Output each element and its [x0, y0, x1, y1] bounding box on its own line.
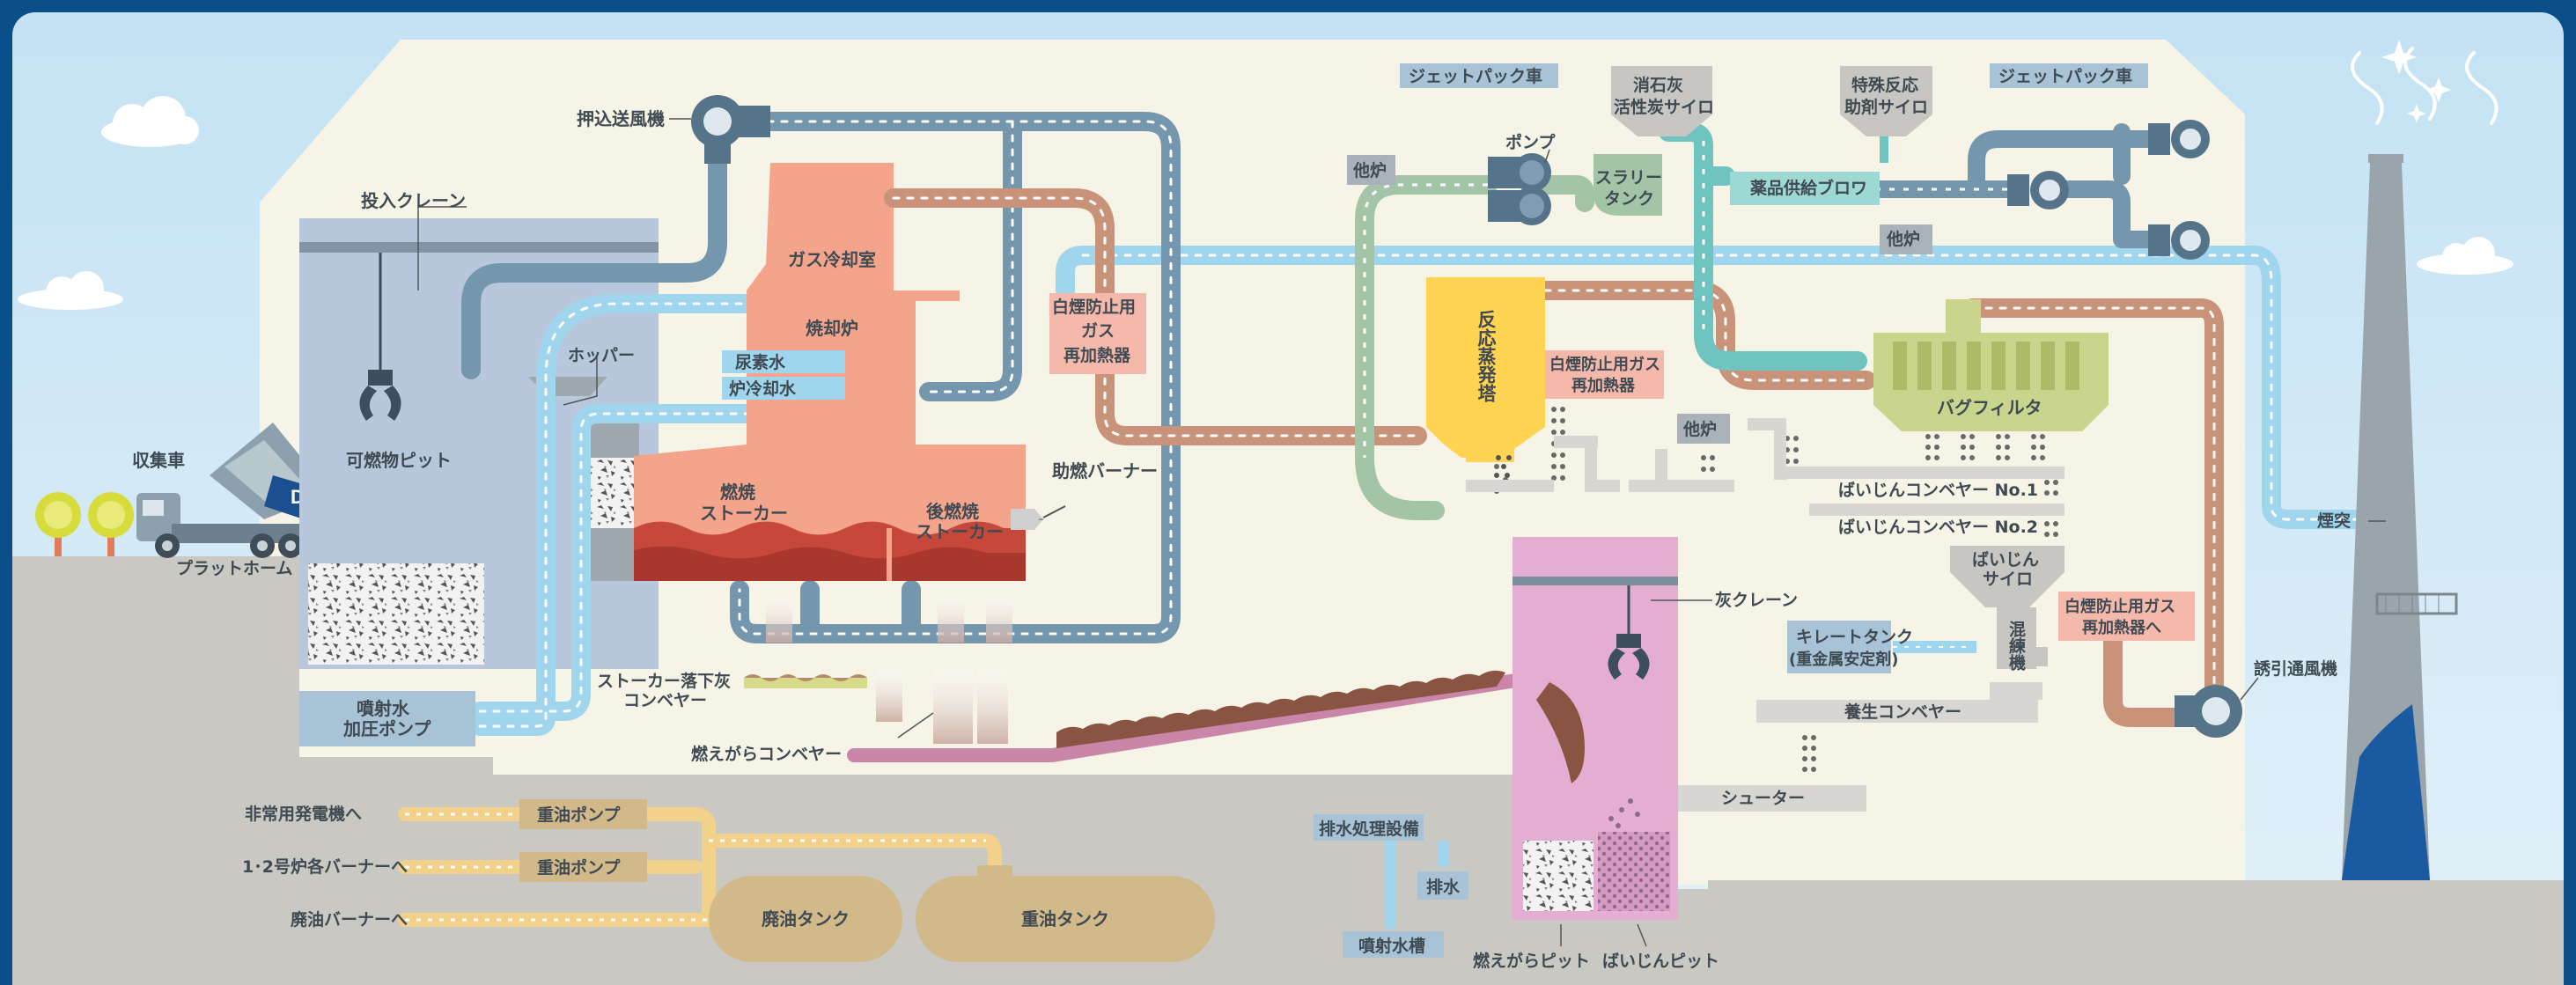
- chelate-label-2: (重金属安定剤): [1789, 650, 1898, 669]
- furnace-cooling-water-label: 炉冷却水: [729, 379, 797, 399]
- ash-crane-label: 灰クレーン: [1715, 590, 1798, 610]
- combustion-stoker-label-2: ストーカー: [700, 503, 788, 524]
- jetpack-truck-2-label: ジェットパック車: [1998, 66, 2132, 86]
- wastewater-label: 排水処理設備: [1319, 819, 1419, 839]
- chemical-blower-label: 薬品供給ブロワ: [1749, 178, 1867, 198]
- dust-pit-label: ばいじんピット: [1602, 952, 1719, 971]
- input-crane-label: 投入クレーン: [361, 190, 466, 211]
- dust-conveyor-no2: [1809, 504, 2064, 516]
- cinder-pit-label: 燃えがらピット: [1473, 951, 1590, 971]
- incinerator-label: 焼却炉: [806, 318, 858, 339]
- push-fan-label: 押込送風機: [577, 108, 665, 129]
- drain-label: 排水: [1426, 877, 1461, 897]
- shooter-label: シューター: [1721, 789, 1805, 808]
- lime-silo-label-1: 消石灰: [1633, 75, 1683, 95]
- post-combustion-label-2: ストーカー: [916, 521, 1004, 542]
- curing-conveyor-label: 養生コンベヤー: [1844, 702, 1961, 722]
- pump-label: ポンプ: [1505, 132, 1556, 152]
- reheater-1-label-b: ガス: [1081, 321, 1115, 341]
- induced-fan-label: 誘引通風機: [2254, 658, 2337, 679]
- aux-burner-label: 助燃バーナー: [1052, 460, 1158, 481]
- heavy-oil-tank-label: 重油タンク: [1021, 908, 1109, 930]
- stoker-ash-conveyor-label-2: コンベヤー: [623, 691, 707, 710]
- lime-silo-label-2: 活性炭サイロ: [1614, 97, 1714, 117]
- heavy-oil-pump-2-label: 重油ポンプ: [537, 857, 621, 878]
- heavy-oil-pump-1-label: 重油ポンプ: [537, 805, 621, 825]
- waste-oil-burner-label: 廃油バーナーへ: [291, 909, 408, 930]
- reheater-1-label-a: 白煙防止用: [1052, 297, 1136, 317]
- combustible-pit-label: 可燃物ピット: [346, 450, 452, 471]
- fan-icon: [2148, 120, 2210, 158]
- bag-filter-label: バグフィルタ: [1937, 397, 2042, 418]
- collection-truck-label: 収集車: [132, 450, 185, 471]
- post-combustion-label-1: 後燃焼: [926, 501, 979, 522]
- fan-icon: [2007, 171, 2069, 209]
- reheater-3-label-b: 再加熱器へ: [2082, 618, 2161, 637]
- urea-water-label: 尿素水: [735, 352, 786, 372]
- dust-conveyor-no1-label: ばいじんコンベヤー No.1: [1838, 481, 2038, 500]
- waste-oil-tank-label: 廃油タンク: [762, 908, 850, 930]
- reheater-3-label-a: 白煙防止用ガス: [2064, 597, 2175, 616]
- spray-tank-label: 噴射水槽: [1358, 936, 1425, 956]
- chelate-label-1: キレートタンク: [1796, 628, 1913, 647]
- other-furnace-3-label: 他炉: [1682, 419, 1717, 439]
- chimney-label: 煙突: [2317, 511, 2351, 531]
- reheater-1-label-c: 再加熱器: [1064, 345, 1131, 365]
- dust-conveyor-no2-label: ばいじんコンベヤー No.2: [1838, 518, 2038, 537]
- ash-pit: [1512, 537, 1678, 920]
- dust-silo-label-2: サイロ: [1983, 570, 2033, 589]
- burners-label: 1･2号炉各バーナーへ: [242, 856, 408, 877]
- special-silo-label-1: 特殊反応: [1851, 75, 1918, 95]
- spray-pump-label-2: 加圧ポンプ: [342, 718, 431, 739]
- fan-icon: [2148, 221, 2210, 260]
- slurry-tank-label-1: スラリー: [1595, 168, 1662, 187]
- dust-silo-label-1: ばいじん: [1972, 550, 2039, 570]
- kneader-label: 混練機: [2006, 621, 2026, 672]
- hopper-label: ホッパー: [568, 346, 635, 365]
- slurry-tank-label-2: タンク: [1604, 189, 1654, 209]
- gas-cooling-room-label: ガス冷却室: [788, 249, 876, 270]
- reheater-2-label-b: 再加熱器: [1571, 376, 1636, 395]
- platform-label: プラットホーム: [176, 558, 292, 578]
- emergency-gen-label: 非常用発電機へ: [245, 804, 362, 824]
- reheater-2-label-a: 白煙防止用ガス: [1549, 355, 1660, 374]
- other-furnace-1-label: 他炉: [1352, 160, 1387, 180]
- stoker-ash-conveyor-label-1: ストーカー落下灰: [597, 671, 731, 691]
- reaction-tower-label: 反応蒸発塔: [1476, 310, 1498, 403]
- combustion-stoker-label-1: 燃焼: [720, 481, 755, 503]
- dust-conveyor-no1: [1774, 467, 2064, 479]
- other-furnace-2-label: 他炉: [1886, 229, 1920, 249]
- cinder-conveyor-label: 燃えがらコンベヤー: [691, 744, 842, 764]
- spray-pump-label-1: 噴射水: [357, 698, 410, 719]
- special-silo-label-2: 助剤サイロ: [1844, 97, 1928, 117]
- jetpack-truck-1-label: ジェットパック車: [1409, 66, 1542, 86]
